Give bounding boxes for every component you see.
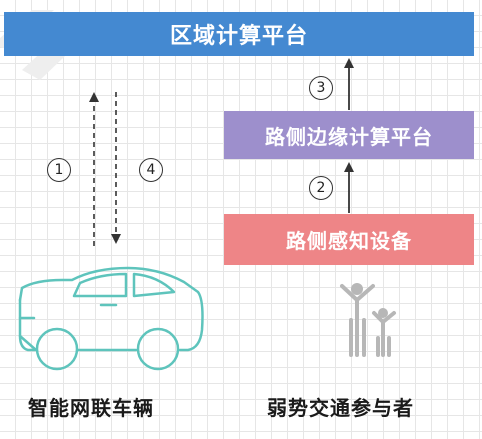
step-number-2: 2 <box>309 176 333 200</box>
roadside-edge-computing-platform: 路侧边缘计算平台 <box>224 111 474 159</box>
step-number-1: 1 <box>47 158 71 182</box>
roadside-sensing-device: 路侧感知设备 <box>224 214 474 265</box>
regional-computing-platform: 区域计算平台 <box>4 12 474 56</box>
step-number-4: 4 <box>139 158 163 182</box>
pedestrian-group-icon <box>340 283 396 357</box>
intelligent-connected-vehicle-label: 智能网联车辆 <box>28 396 154 420</box>
step-number-3: 3 <box>309 76 333 100</box>
vulnerable-road-user-label: 弱势交通参与者 <box>267 396 414 420</box>
car-icon <box>18 266 204 371</box>
